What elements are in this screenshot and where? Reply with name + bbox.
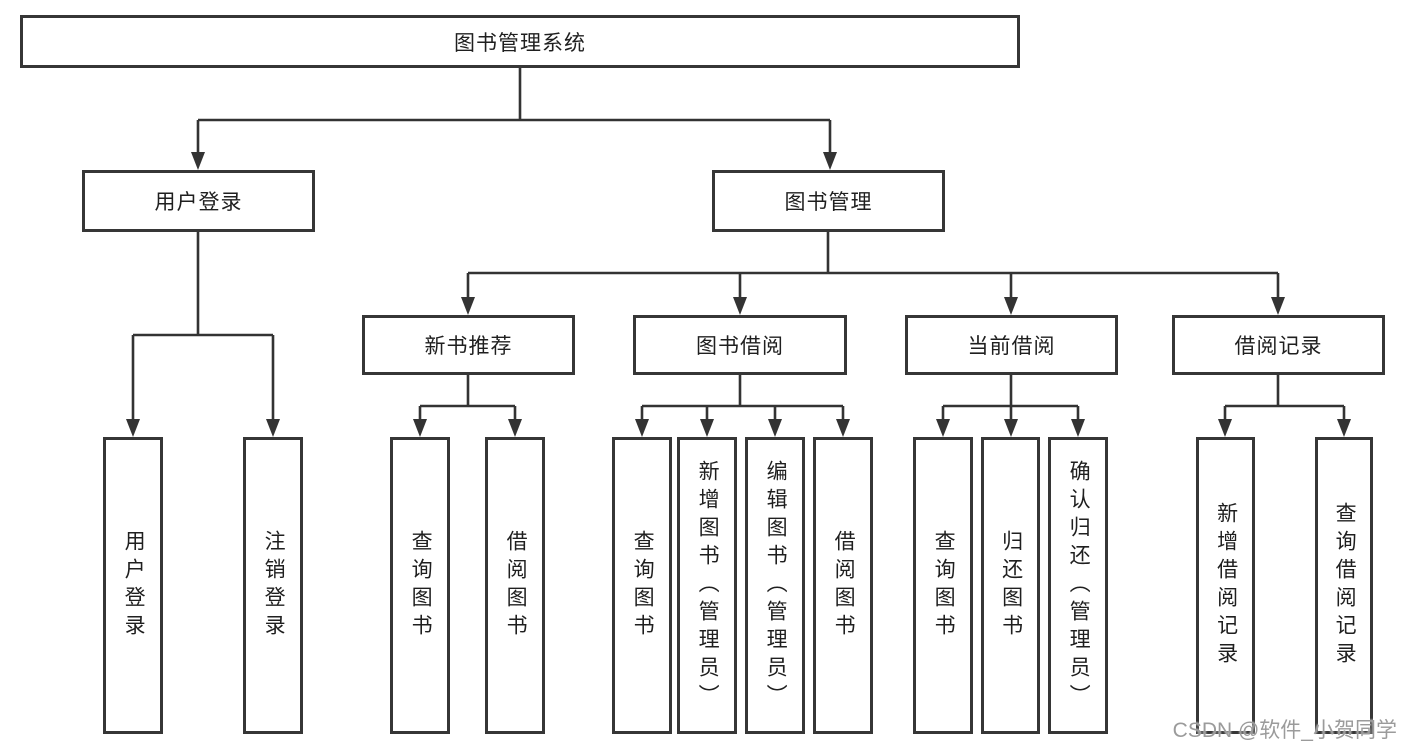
node-label: 查询图书: [932, 529, 956, 642]
node-label: 编辑图书（管理员）: [764, 459, 788, 712]
leaf-borrow-books-recommend: 借阅图书: [485, 437, 545, 734]
node-user-login-branch: 用户登录: [82, 170, 315, 232]
node-label: 借阅记录: [1234, 335, 1323, 358]
node-label: 借阅图书: [504, 529, 528, 642]
node-label: 图书借阅: [696, 335, 784, 358]
node-new-book-recommend: 新书推荐: [362, 315, 575, 375]
node-label: 新增借阅记录: [1214, 501, 1238, 670]
node-label: 当前借阅: [967, 335, 1056, 358]
leaf-user-login: 用户登录: [103, 437, 163, 734]
node-label: 图书管理: [784, 191, 873, 214]
node-label: 确认归还（管理员）: [1067, 459, 1091, 712]
node-book-management-branch: 图书管理: [712, 170, 945, 232]
node-label: 新书推荐: [424, 335, 513, 358]
node-current-borrowing: 当前借阅: [905, 315, 1118, 375]
node-label: 图书管理系统: [454, 31, 586, 55]
leaf-edit-book-admin: 编辑图书（管理员）: [745, 437, 805, 734]
node-label: 查询图书: [409, 529, 433, 642]
node-label: 用户登录: [122, 529, 146, 642]
node-label: 新增图书（管理员）: [696, 459, 720, 712]
leaf-borrow-books: 借阅图书: [813, 437, 873, 734]
leaf-add-book-admin: 新增图书（管理员）: [677, 437, 737, 734]
leaf-query-books-borrowing: 查询图书: [612, 437, 672, 734]
node-label: 归还图书: [999, 529, 1023, 642]
leaf-return-books: 归还图书: [981, 437, 1040, 734]
node-label: 借阅图书: [832, 529, 856, 642]
leaf-add-borrow-record: 新增借阅记录: [1196, 437, 1255, 734]
leaf-logout: 注销登录: [243, 437, 303, 734]
leaf-query-borrow-record: 查询借阅记录: [1315, 437, 1373, 734]
node-label: 查询图书: [631, 529, 655, 642]
node-borrowing-records: 借阅记录: [1172, 315, 1385, 375]
csdn-watermark: CSDN @软件_小贺同学: [1172, 719, 1397, 742]
leaf-query-books-recommend: 查询图书: [390, 437, 450, 734]
node-system-root: 图书管理系统: [20, 15, 1020, 68]
leaf-confirm-return-admin: 确认归还（管理员）: [1048, 437, 1108, 734]
node-label: 用户登录: [154, 191, 243, 214]
node-book-borrowing: 图书借阅: [633, 315, 847, 375]
node-label: 查询借阅记录: [1333, 501, 1357, 670]
node-label: 注销登录: [262, 529, 286, 642]
leaf-query-books-current: 查询图书: [913, 437, 973, 734]
